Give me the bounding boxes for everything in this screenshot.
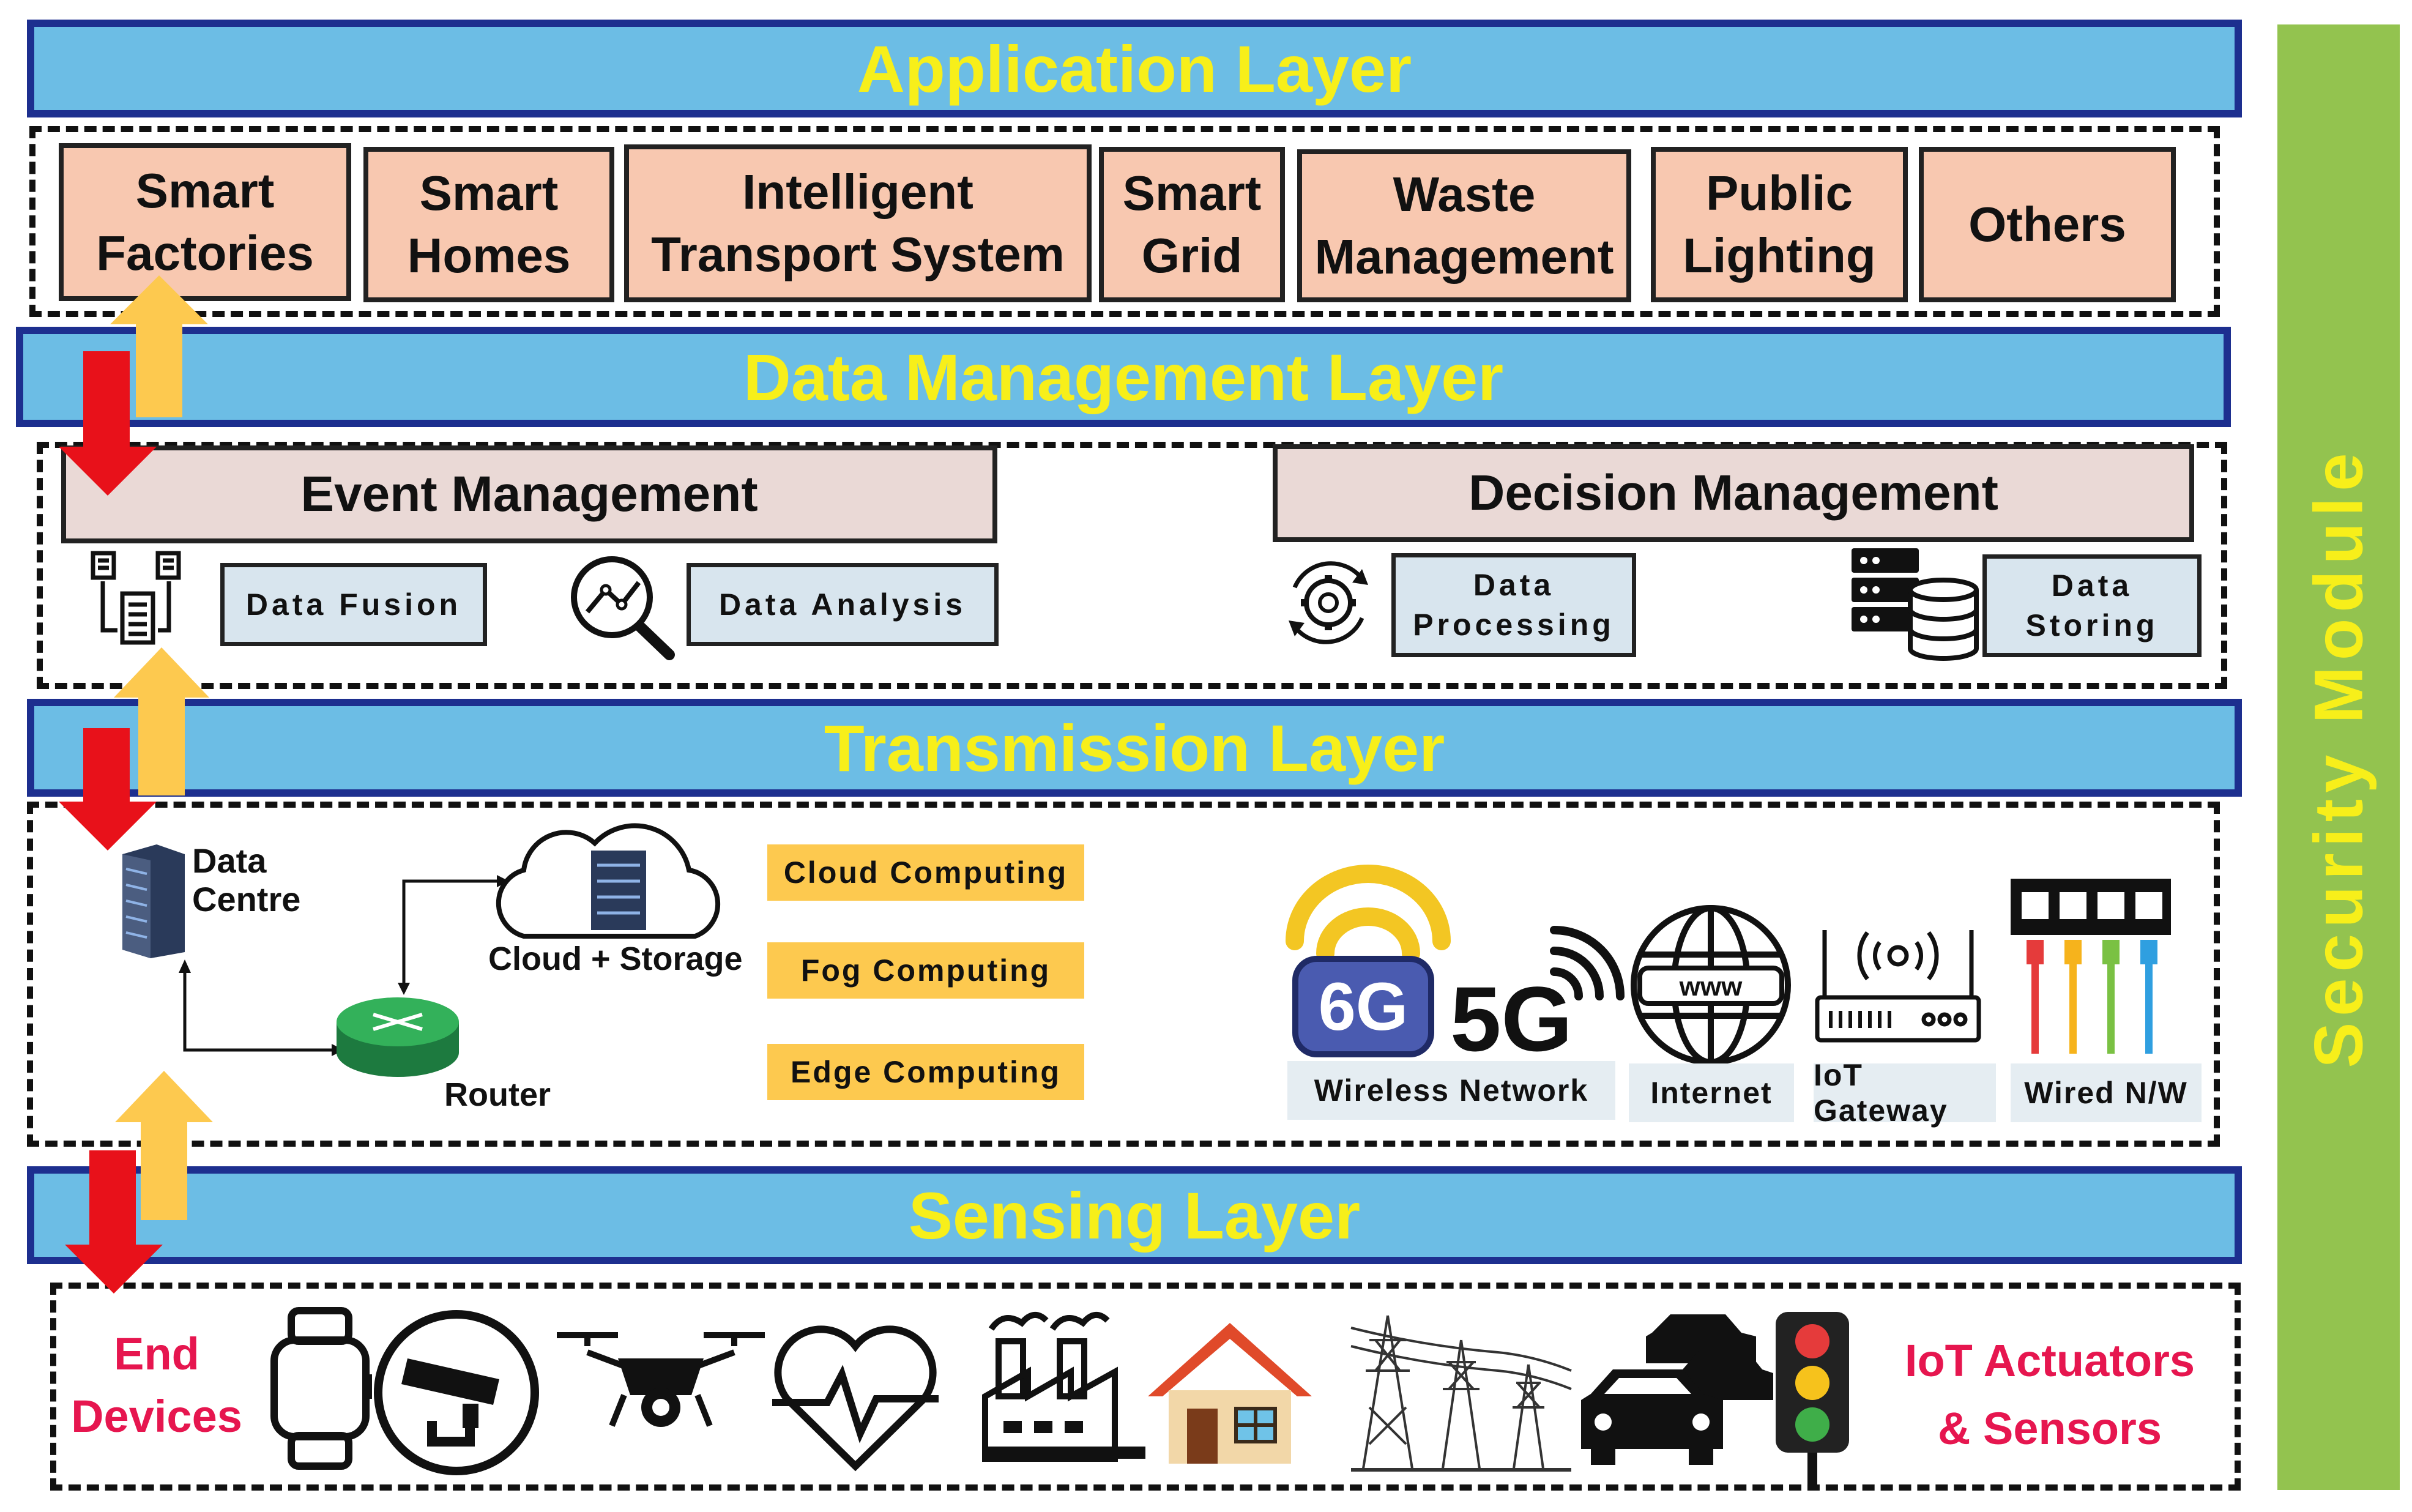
app-others: Others	[1919, 147, 2176, 302]
data-centre-server-icon	[122, 844, 185, 958]
badge-6g-label: 6G	[1318, 969, 1409, 1045]
decision-management-box: Decision Management	[1273, 444, 2194, 542]
data-management-layer-bar: Data Management Layer	[16, 327, 2231, 427]
sensing-layer-bar: Sensing Layer	[27, 1166, 2242, 1264]
iot-gateway-icon	[1815, 930, 1981, 1043]
cloud-storage-label: Cloud + Storage	[488, 940, 743, 977]
traffic-cars-icon	[1581, 1314, 1773, 1465]
application-layer-bar: Application Layer	[27, 20, 2242, 117]
server-database-icon	[1852, 548, 1979, 661]
decision-management-label: Decision Management	[1468, 465, 1998, 521]
data-centre-label: Data Centre	[192, 841, 301, 918]
wired-nw-label: Wired N/W	[2024, 1076, 2188, 1110]
data-fusion-box: Data Fusion	[220, 563, 487, 646]
power-tower-icon	[1350, 1315, 1572, 1472]
data-storing-label: Data Storing	[2025, 568, 2159, 642]
badge-6g: 6G	[1292, 956, 1434, 1057]
app-others-label: Others	[1968, 196, 2126, 251]
app-smart-homes: Smart Homes	[363, 147, 614, 302]
documents-icon	[91, 551, 181, 645]
wireless-network-label: Wireless Network	[1314, 1073, 1589, 1108]
edge-computing-label: Edge Computing	[791, 1055, 1061, 1089]
app-intelligent-transport: Intelligent Transport System	[624, 144, 1092, 302]
edge-computing-box: Edge Computing	[767, 1044, 1084, 1100]
iot-gateway-box: IoT Gateway	[1814, 1058, 1996, 1128]
app-smart-homes-label: Smart Homes	[407, 165, 571, 283]
fog-computing-label: Fog Computing	[800, 953, 1051, 988]
heart-rate-icon	[772, 1325, 939, 1472]
app-waste-management: Waste Management	[1297, 149, 1631, 302]
app-smart-grid: Smart Grid	[1099, 147, 1285, 302]
application-layer-title: Application Layer	[857, 31, 1412, 106]
event-management-label: Event Management	[300, 466, 758, 522]
badge-5g: 5G	[1450, 973, 1573, 1065]
router-label: Router	[444, 1076, 551, 1113]
data-flow-arrow-up-1	[110, 275, 208, 417]
sensing-layer-region	[50, 1283, 2241, 1491]
data-management-layer-region	[37, 442, 2227, 689]
cloud-computing-label: Cloud Computing	[783, 855, 1068, 890]
analysis-magnifier-icon	[571, 556, 675, 660]
internet-box: Internet	[1629, 1063, 1794, 1122]
router-icon	[337, 997, 459, 1077]
data-management-layer-title: Data Management Layer	[743, 340, 1504, 414]
data-flow-arrow-down-2	[59, 728, 157, 851]
internet-label: Internet	[1650, 1076, 1773, 1110]
data-flow-arrow-down-1	[59, 351, 157, 496]
data-analysis-box: Data Analysis	[687, 563, 999, 646]
data-processing-box: Data Processing	[1391, 553, 1636, 657]
transmission-layer-region	[27, 802, 2220, 1147]
app-intelligent-transport-label: Intelligent Transport System	[651, 164, 1065, 281]
security-module-label: Security Module	[2300, 446, 2377, 1068]
sensing-layer-title: Sensing Layer	[908, 1178, 1361, 1253]
wireless-signal-icon	[1286, 865, 1451, 963]
app-smart-grid-label: Smart Grid	[1122, 165, 1262, 283]
end-devices-label: End Devices	[71, 1328, 242, 1442]
event-management-box: Event Management	[61, 445, 997, 543]
application-layer-region	[29, 126, 2220, 317]
app-public-lighting-label: Public Lighting	[1683, 165, 1876, 283]
drone-icon	[557, 1332, 765, 1427]
traffic-light-icon	[1776, 1312, 1849, 1487]
data-storing-box: Data Storing	[1982, 554, 2202, 657]
iot-gateway-label: IoT Gateway	[1814, 1058, 1948, 1128]
cctv-camera-icon	[374, 1310, 539, 1475]
app-waste-management-label: Waste Management	[1314, 166, 1614, 284]
data-flow-arrow-down-3	[65, 1150, 163, 1294]
app-public-lighting: Public Lighting	[1651, 147, 1908, 302]
actuators-sensors-label: IoT Actuators & Sensors	[1904, 1335, 2195, 1454]
security-module-bar: Security Module	[2277, 24, 2400, 1490]
app-smart-factories-label: Smart Factories	[96, 163, 314, 280]
factory-icon	[982, 1312, 1145, 1462]
data-flow-arrow-up-3	[115, 1071, 213, 1220]
data-flow-arrow-up-2	[114, 647, 209, 795]
app-smart-factories: Smart Factories	[59, 143, 351, 301]
cloud-storage-icon	[496, 823, 721, 939]
smartwatch-icon	[270, 1307, 372, 1470]
www-label: www	[1679, 972, 1743, 1002]
data-fusion-label: Data Fusion	[245, 587, 462, 622]
gear-cycle-icon	[1289, 561, 1368, 644]
house-icon	[1148, 1323, 1312, 1464]
wired-nw-box: Wired N/W	[2011, 1063, 2202, 1122]
fog-computing-box: Fog Computing	[767, 942, 1084, 999]
data-processing-label: Data Processing	[1413, 568, 1615, 642]
cloud-computing-box: Cloud Computing	[767, 844, 1084, 901]
wireless-network-box: Wireless Network	[1287, 1061, 1615, 1120]
badge-5g-label: 5G	[1450, 967, 1573, 1070]
transmission-layer-title: Transmission Layer	[824, 710, 1445, 785]
wired-network-icon	[2011, 879, 2171, 1054]
data-analysis-label: Data Analysis	[718, 587, 967, 622]
5g-signal-icon	[1550, 926, 1625, 1000]
internet-globe-icon	[1631, 905, 1791, 1065]
transmission-layer-bar: Transmission Layer	[27, 699, 2242, 797]
